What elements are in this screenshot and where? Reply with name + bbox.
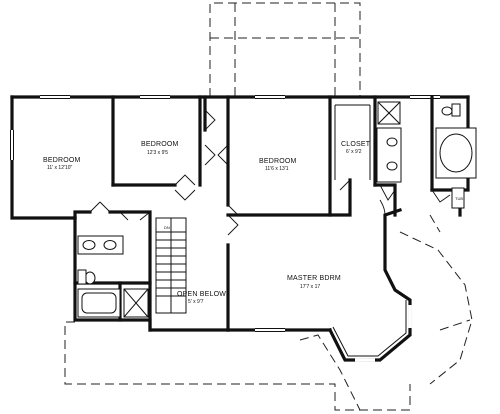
closet-shelves	[334, 104, 371, 180]
left-bath-fixtures	[77, 235, 149, 318]
room-dims-open-below: 5' x 9'7	[188, 299, 204, 305]
room-dims-bedroom-center: 12'3 x 9'5	[147, 150, 168, 156]
room-labels: BEDROOM 11' x 12'10" BEDROOM 12'3 x 9'5 …	[43, 141, 371, 305]
room-name-bedroom-left: BEDROOM	[43, 157, 81, 164]
staircase: DN	[155, 217, 187, 314]
room-dims-master: 17'7 x 17	[300, 284, 320, 290]
doors	[89, 109, 451, 236]
room-name-bedroom-center: BEDROOM	[141, 141, 179, 148]
master-bath-fixtures: TUB	[376, 101, 477, 209]
bay-window	[332, 300, 407, 357]
room-name-bedroom-right: BEDROOM	[259, 158, 297, 165]
stair-dn-label: DN	[164, 225, 170, 230]
room-name-master: MASTER BDRM	[287, 275, 341, 282]
roof-outline	[64, 2, 473, 411]
room-name-closet: CLOSET	[341, 141, 371, 148]
windows	[10, 95, 440, 362]
room-dims-bedroom-right: 11'6 x 13'1	[265, 166, 289, 172]
room-name-open-below: OPEN BELOW	[177, 291, 226, 298]
room-dims-bedroom-left: 11' x 12'10"	[47, 165, 73, 171]
room-dims-closet: 6' x 9'2	[346, 149, 362, 155]
tub-tag: TUB	[455, 196, 463, 201]
